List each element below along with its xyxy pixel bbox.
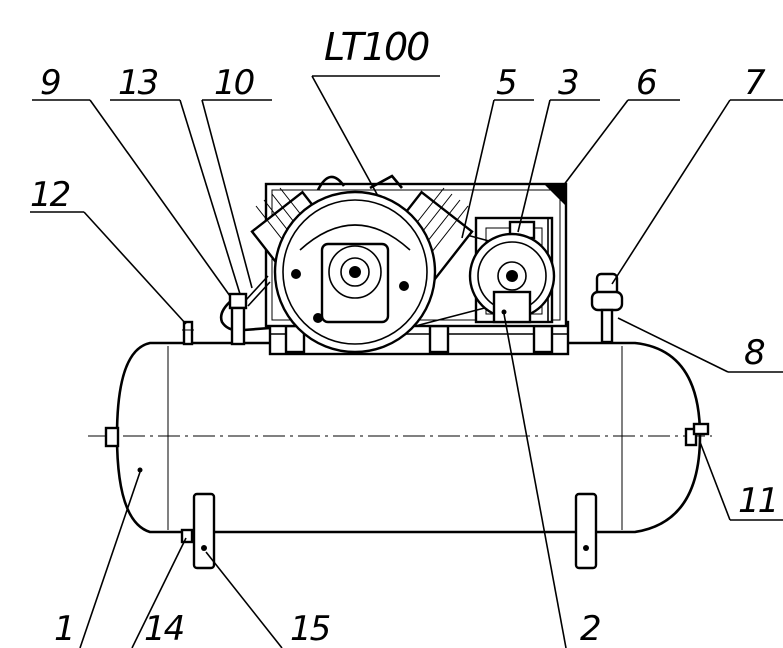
callout-12: 12 <box>30 175 70 215</box>
callout-6: 6 <box>636 63 657 103</box>
callout-15: 15 <box>290 609 330 648</box>
callout-3: 3 <box>558 63 578 103</box>
callout-14: 14 <box>144 609 184 648</box>
callout-5: 5 <box>496 63 516 103</box>
discharge-pipe <box>219 275 271 346</box>
tank-feet <box>192 492 598 570</box>
tank-fitting <box>182 320 194 346</box>
drain-valve <box>180 528 194 544</box>
model-label: LT100 <box>324 25 429 69</box>
outlet-valve <box>684 422 710 447</box>
leader-lines <box>30 75 783 648</box>
callout-13: 13 <box>118 63 158 103</box>
callout-10: 10 <box>214 63 254 103</box>
callout-8: 8 <box>744 333 765 373</box>
callout-1: 1 <box>54 609 74 648</box>
receiver-tank <box>88 341 712 534</box>
callout-7: 7 <box>744 63 766 103</box>
compressor-pump <box>250 174 474 354</box>
callout-9: 9 <box>40 63 60 103</box>
callout-11: 11 <box>738 481 777 521</box>
callout-labels: LT100 9 13 10 12 5 3 6 7 8 11 1 14 15 2 <box>30 25 779 648</box>
pressure-switch <box>590 272 624 344</box>
callout-2: 2 <box>580 609 600 648</box>
belt-drive <box>381 211 556 331</box>
